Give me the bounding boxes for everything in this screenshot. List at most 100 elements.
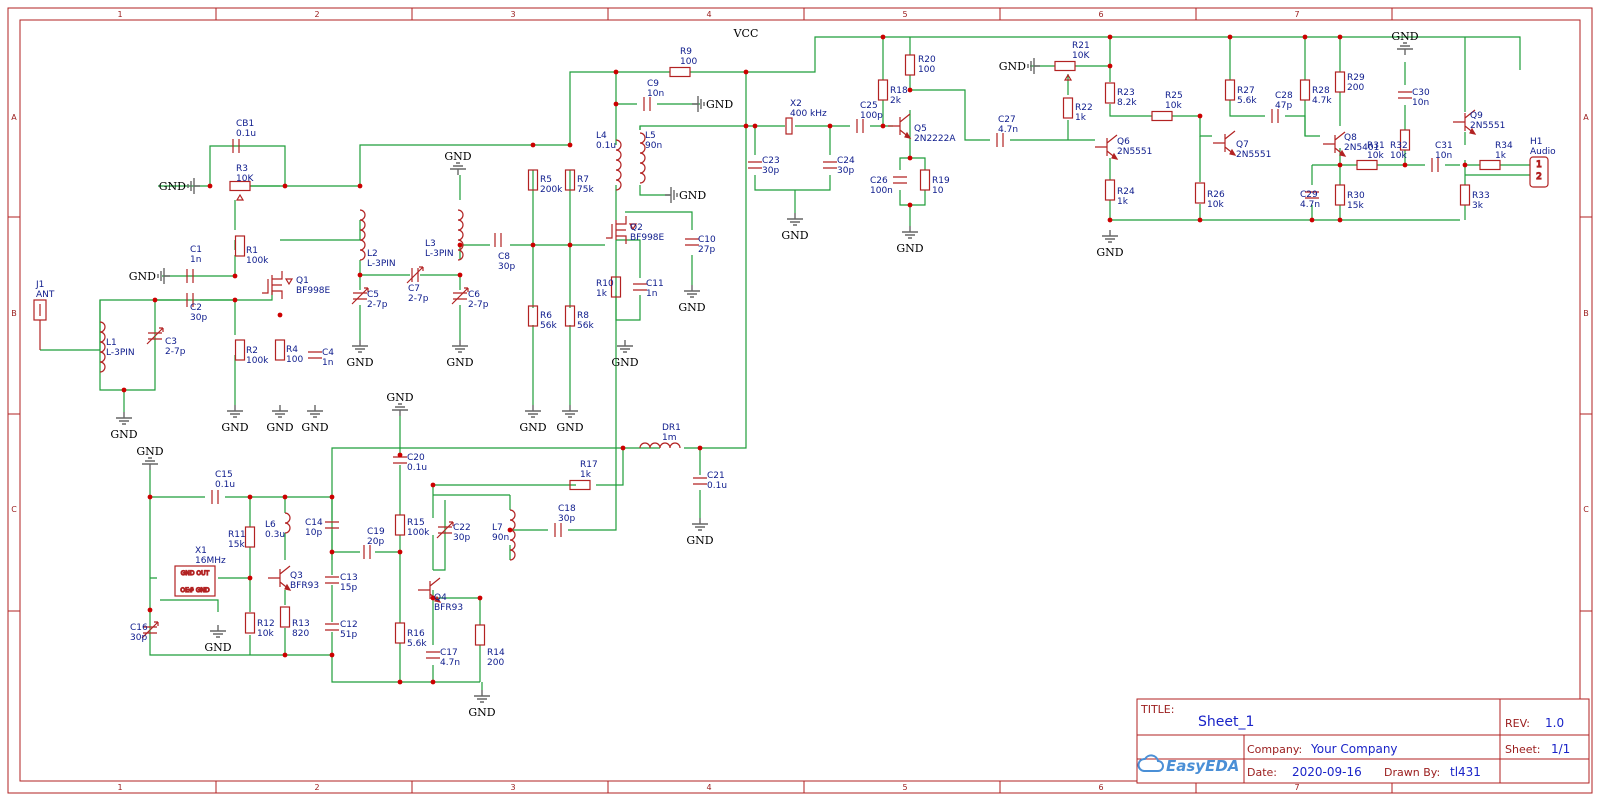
component-value: 1k [1075,113,1087,123]
junction-dot [1197,217,1203,223]
header-pin-number: 2 [1536,172,1542,182]
ground-icon [525,405,541,418]
component-ref: R18 [890,86,908,96]
component-ref: R21 [1072,41,1090,51]
ground-icon [692,96,705,112]
component-ref: R23 [1117,88,1135,98]
component-value: ANT [36,290,55,300]
wires [40,36,1530,690]
frame-col-top: 4 [706,10,711,19]
component-value: 4.7n [1300,200,1320,210]
capacitor-plates [211,490,219,504]
resistor-body [1334,71,1346,93]
component-value: 30p [558,514,575,524]
component-ref: R32 [1390,141,1408,151]
transistor-arrow [904,131,912,139]
component-ref: R10 [596,279,614,289]
transistor-body [268,565,291,591]
wire [899,110,926,226]
capacitor-plates [325,521,339,529]
transistor-arrow [1111,152,1119,160]
transistor-body [1323,131,1346,157]
inductor-coil [359,209,366,261]
resistor-body [527,305,539,327]
capacitor-plates [363,545,371,559]
resistor-body [1054,60,1076,72]
component-value: BF998E [296,286,331,296]
junction-dot [247,575,253,581]
component-value: 2-7p [367,300,388,310]
component-value: 5.6k [407,639,427,649]
junction-dot [430,482,436,488]
wire [432,485,481,682]
component-value: 2N5551 [1236,150,1271,160]
junction-dot [121,387,127,393]
wire [1109,158,1460,221]
net-label-gnd: GND [110,428,137,441]
ground-icon [1027,58,1040,74]
resistor-body [234,339,246,361]
component-value: 1k [1495,151,1507,161]
frame-row-right: A [1583,113,1589,122]
capacitor-plates [426,651,440,659]
component-value: 10 [932,186,944,196]
component-value: 27p [698,245,715,255]
component-value: 10p [305,528,322,538]
component-value: 200 [487,658,504,668]
component-ref: C30 [1412,88,1430,98]
net-label-vcc: VCC [733,27,759,40]
junction-dot [147,494,153,500]
junction-dot [827,123,833,129]
component-ref: C19 [367,527,385,537]
component-value: 56k [540,321,557,331]
mosfet-body [262,271,283,299]
component-ref: C20 [407,453,425,463]
inductor-coil [615,139,622,191]
component-ref: C3 [165,337,177,347]
junction-dot [329,494,335,500]
component-ref: R4 [286,345,298,355]
capacitor-plates [494,233,502,247]
component-ref: C16 [130,623,148,633]
junction-dot [507,527,513,533]
component-value: 10K [236,174,254,184]
component-ref: C28 [1275,91,1293,101]
cloud-icon [1137,754,1164,772]
wire [1109,37,1212,137]
component-ref: Q6 [1117,137,1130,147]
net-label-gnd: GND [386,391,413,404]
junction-dot [907,202,913,208]
capacitor-plates [232,139,240,153]
component-value: 100p [860,111,883,121]
junction-dot [620,445,626,451]
resistor-body [569,479,591,491]
ground-icon [450,162,466,175]
capacitor-plates [186,269,194,283]
component-ref: J1 [35,280,44,290]
component-ref: L6 [265,520,276,530]
component-ref: R31 [1367,141,1385,151]
junction-dot [282,652,288,658]
frame-row-right: C [1583,505,1589,514]
component-ref: C24 [837,156,855,166]
component-value: 1n [322,358,333,368]
component-value: 820 [292,629,309,639]
component-ref: R15 [407,518,425,528]
transistor-body [1213,130,1236,156]
junction-dot [329,652,335,658]
net-label-gnd: GND [136,445,163,458]
frame-inner [19,19,1581,782]
component-value: 10k [1390,151,1407,161]
wire [509,278,617,560]
resistor-body [877,79,889,101]
component-ref: Q2 [630,223,643,233]
frame-col-bottom: 4 [706,783,711,792]
net-label-gnd: GND [556,421,583,434]
capacitor-plates [438,526,452,534]
net-label-gnd: GND [446,356,473,369]
component-value: BF998E [630,233,665,243]
component-ref: C31 [1435,141,1453,151]
wire [625,211,693,285]
